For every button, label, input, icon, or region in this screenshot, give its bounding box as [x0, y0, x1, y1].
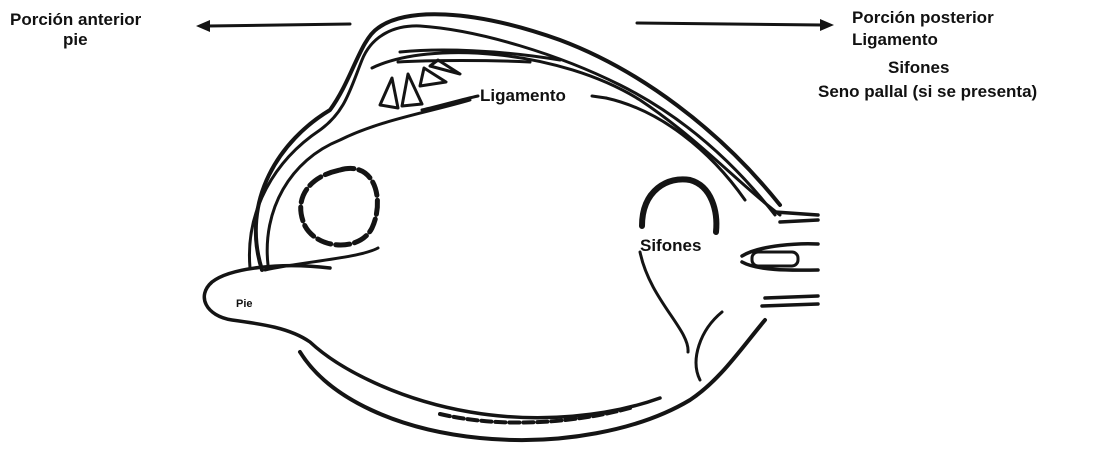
posterior-siphons-label: Sifones: [888, 58, 949, 78]
posterior-arrow: [637, 19, 834, 31]
siphons-label: Sifones: [640, 236, 701, 256]
foot-label: Pie: [236, 294, 253, 314]
pallial-sinus-line: [640, 252, 688, 352]
ligament-label: Ligamento: [480, 86, 566, 106]
anterior-foot-label: pie: [63, 30, 88, 50]
anterior-portion-label: Porción anterior: [10, 10, 141, 30]
mantle-line-top: [372, 53, 780, 215]
pallial-sinus-label: Seno pallal (si se presenta): [818, 82, 1037, 102]
posterior-adductor-muscle: [642, 179, 716, 232]
posterior-ligament-label: Ligamento: [852, 30, 938, 50]
anterior-mantle-curve: [267, 100, 470, 265]
posterior-portion-label: Porción posterior: [852, 8, 994, 28]
siphons: [696, 212, 818, 380]
anterior-arrow: [196, 20, 350, 32]
anterior-adductor-muscle: [301, 168, 378, 245]
foot-outline: [204, 266, 660, 418]
